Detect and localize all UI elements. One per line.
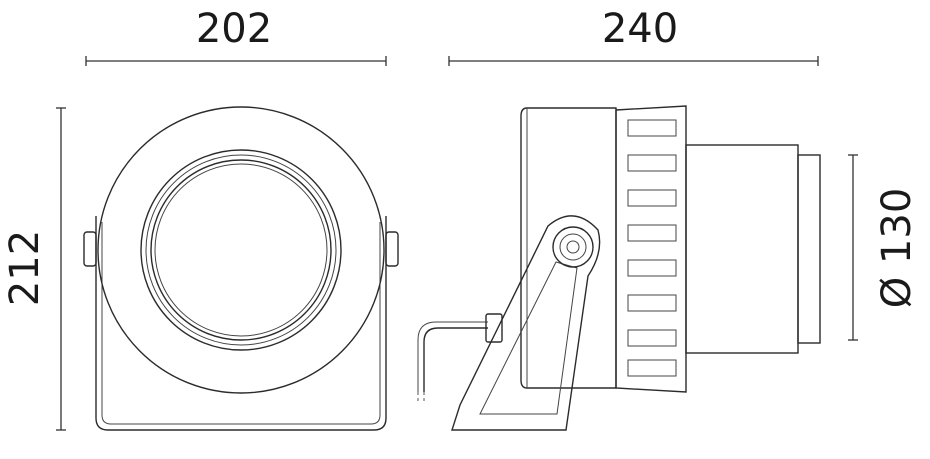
dimension-diameter: Ø 130 [848, 154, 920, 341]
side-rear-body [685, 144, 799, 354]
dimension-front-width: 202 [85, 6, 387, 66]
dimension-height: 212 [2, 107, 66, 431]
side-heatsink [615, 105, 687, 393]
front-view [83, 106, 399, 431]
front-bracket [95, 216, 387, 431]
heatsink-fins [627, 119, 677, 377]
side-pivot [552, 226, 594, 268]
side-cable [423, 327, 488, 392]
side-depth-label: 240 [602, 6, 678, 52]
front-lens-ring-inner [150, 159, 332, 341]
height-label: 212 [2, 230, 48, 306]
front-left-knob [83, 231, 97, 267]
side-view [417, 105, 821, 431]
dimension-side-depth: 240 [448, 6, 819, 66]
side-bracket [451, 215, 601, 431]
side-front-cap [520, 107, 617, 389]
front-lens-ring-outer [140, 149, 342, 351]
front-width-label: 202 [196, 6, 272, 52]
side-rear-cap [797, 154, 821, 344]
front-right-knob [385, 231, 399, 267]
front-housing [97, 106, 385, 394]
cable-gland [485, 313, 503, 343]
diameter-label: Ø 130 [874, 188, 920, 309]
